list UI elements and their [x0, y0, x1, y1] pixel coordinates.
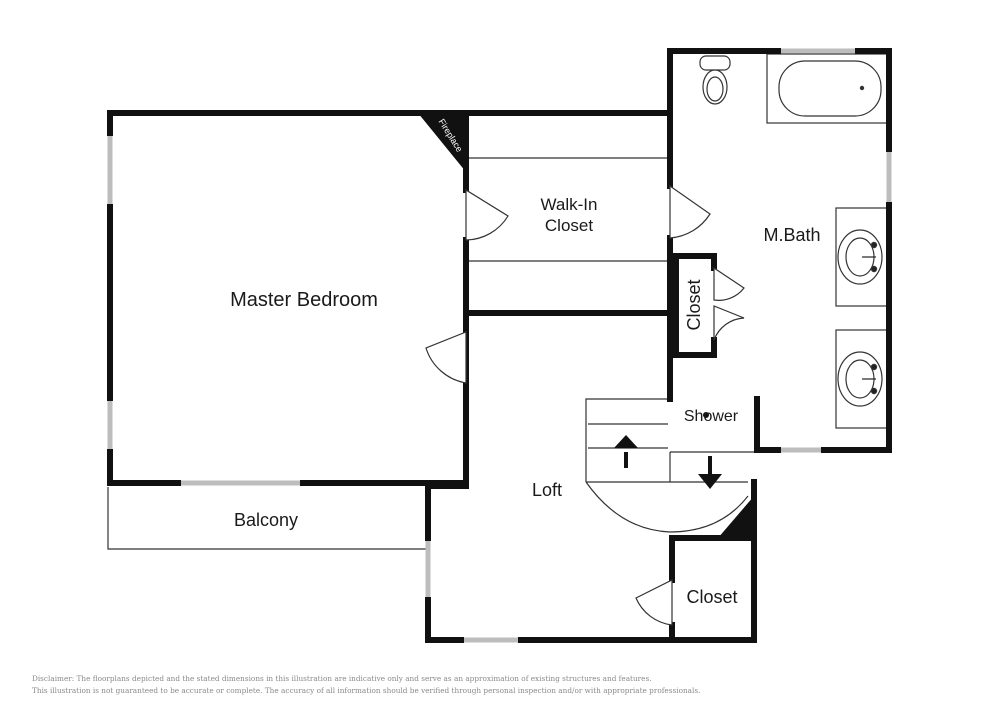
windows — [107, 48, 892, 643]
fireplace-wedge — [418, 113, 466, 172]
shower-drain — [703, 412, 709, 418]
faucet-knob — [870, 241, 878, 249]
walls — [107, 48, 892, 643]
room-label-loft: Loft — [532, 480, 562, 500]
toilet-tank — [699, 55, 731, 71]
room-label-loft-closet: Closet — [686, 587, 737, 607]
door-closet-lower[interactable] — [713, 305, 745, 341]
stair-curve — [585, 481, 749, 533]
sink-lower — [837, 351, 883, 407]
bathtub-basin — [778, 60, 882, 117]
toilet-seat — [706, 76, 724, 102]
disclaimer-line-1: Disclaimer: The floorplans depicted and … — [32, 674, 652, 683]
door-bath[interactable] — [669, 184, 711, 239]
thin-lines — [107, 53, 889, 550]
sink-upper — [837, 229, 883, 285]
door-walkin[interactable] — [465, 188, 509, 241]
doors — [425, 184, 745, 626]
room-label-shower: Shower — [684, 408, 739, 425]
room-label-walk-in-line2: Closet — [545, 216, 593, 235]
door-bedroom[interactable] — [425, 331, 467, 384]
room-label-master-bedroom: Master Bedroom — [230, 289, 378, 311]
disclaimer-line-2: This illustration is not guaranteed to b… — [32, 686, 701, 695]
stair-corner-wedge — [718, 496, 754, 538]
faucet-knob — [870, 265, 878, 273]
faucet-knob — [870, 387, 878, 395]
stair-arrow-down-icon — [698, 456, 722, 489]
tub-drain — [859, 85, 865, 91]
toilet — [699, 55, 731, 105]
faucet-knob — [870, 363, 878, 371]
door-loft-closet[interactable] — [635, 579, 673, 626]
balcony-outline — [107, 487, 426, 550]
bathtub — [778, 60, 882, 117]
room-label-balcony: Balcony — [234, 510, 298, 530]
room-label-master-bath: M.Bath — [763, 225, 820, 245]
door-closet-upper[interactable] — [713, 266, 745, 301]
room-label-bath-closet: Closet — [684, 279, 704, 330]
stair-outline — [585, 398, 670, 482]
stair-arrow-up-icon — [614, 435, 638, 468]
room-label-walk-in-line1: Walk-In — [541, 195, 598, 214]
